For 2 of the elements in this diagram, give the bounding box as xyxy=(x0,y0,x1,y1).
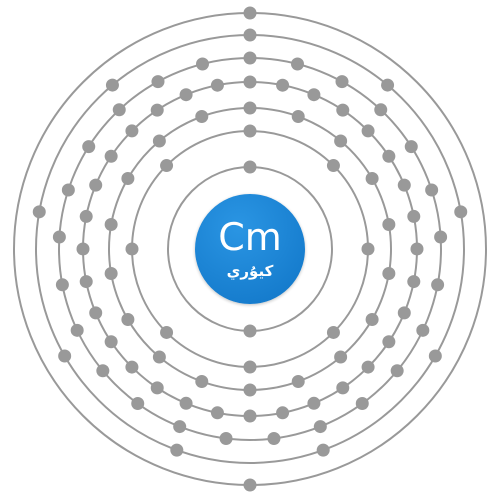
element-symbol: Cm xyxy=(218,218,282,256)
element-name: كيۇري xyxy=(226,262,274,280)
